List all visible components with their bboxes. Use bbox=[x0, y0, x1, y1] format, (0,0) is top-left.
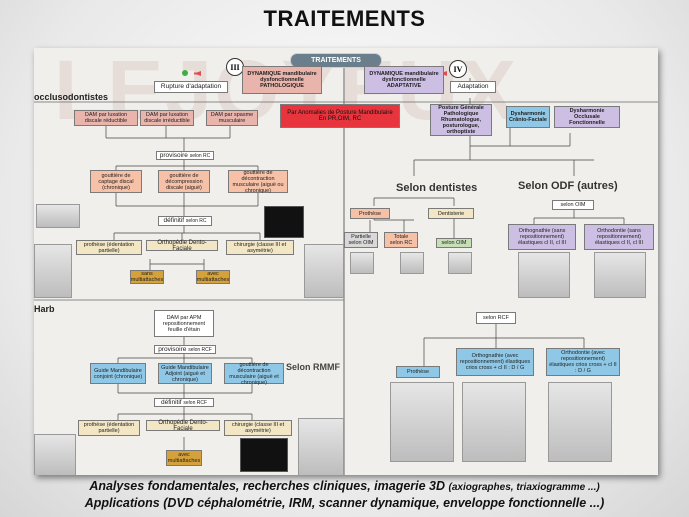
connector-lines bbox=[34, 68, 658, 475]
orthopedie-dento-faciale-box: Orthopédie Dento-Faciale bbox=[146, 240, 218, 252]
gouttiere-decompression-box: gouttière de décompression discale (aigu… bbox=[158, 170, 210, 193]
avec-multiattaches-box: avec multiattaches bbox=[196, 270, 230, 284]
guide-conjoint-box: Guide Mandibulaire conjoint (chronique) bbox=[90, 363, 146, 384]
harb-prothese-box: prothèse (édentation partielle) bbox=[78, 420, 140, 436]
dam-luxation-irreductible-box: DAM par luxation discale irréductible bbox=[140, 110, 194, 126]
header-pill: TRAITEMENTS bbox=[290, 53, 382, 68]
footer-line-2: Applications (DVD céphalométrie, IRM, sc… bbox=[84, 496, 605, 510]
roman-numeral-right: IV bbox=[449, 60, 467, 78]
dental-image bbox=[400, 252, 424, 274]
selon-oim-dentisterie-box: selon OIM bbox=[436, 238, 472, 248]
adaptation-box: Adaptation bbox=[450, 81, 496, 93]
harb-provisoire-box: provisoire selon RCF bbox=[154, 345, 216, 354]
footer-line-1-main: Analyses fondamentales, recherches clini… bbox=[89, 479, 446, 493]
prothese-edentation-box: prothèse (édentation partielle) bbox=[76, 240, 142, 255]
rmmf-prothese-box: Prothèse bbox=[396, 366, 440, 378]
definitif-label: définitif bbox=[163, 217, 185, 224]
harb-chirurgie-box: chirurgie (classe III et asymétrie) bbox=[224, 420, 292, 436]
harb-definitif-label: définitif bbox=[160, 398, 182, 406]
dental-image bbox=[350, 252, 374, 274]
harb-avec-multiattaches-box: avec multiattaches bbox=[166, 450, 202, 466]
chirurgie-classe3-box: chirurgie (classe III et asymétrie) bbox=[226, 240, 294, 255]
skull-model-image bbox=[518, 252, 570, 298]
skull-model-image bbox=[594, 252, 646, 298]
provisoire-rc-box: provisoire selon RC bbox=[156, 151, 214, 160]
harb-definitif-box: définitif selon RCF bbox=[154, 398, 214, 407]
anomalies-posture-box: Par Anomalies de Posture Mandibulaire En… bbox=[280, 104, 400, 128]
rmmf-orthodontie-box: Orthodontie (avec repositionnement) élas… bbox=[546, 348, 620, 376]
dentisterie-box: Dentisterie bbox=[428, 208, 474, 219]
definitif-rc-box: définitif selon RC bbox=[158, 216, 212, 226]
dysharmonie-occlusale-box: Dysharmonie Occlusale Fonctionnelle bbox=[554, 106, 620, 128]
skull-side-image bbox=[298, 418, 344, 475]
selon-rcf-box: selon RCF bbox=[476, 312, 516, 324]
skull-side-image bbox=[34, 434, 76, 475]
dam-pathologique-box: DYNAMIQUE mandibulaire dysfonctionnelle … bbox=[242, 66, 322, 94]
selon-odf-label: Selon ODF (autres) bbox=[518, 180, 618, 192]
dental-image bbox=[36, 204, 80, 228]
partielle-oim-box: Partielle selon OIM bbox=[344, 232, 378, 248]
orthognathie-sans-repo-box: Orthognathie (sans repositionnement) éla… bbox=[508, 224, 576, 250]
selon-oim-odf-box: selon OIM bbox=[552, 200, 594, 210]
footer-line-1-paren: (axiographes, triaxiogramme ...) bbox=[448, 482, 600, 493]
skull-xray-image bbox=[264, 206, 304, 238]
dysharmonie-cranio-box: Dysharmonie Crânio-Faciale bbox=[506, 106, 550, 128]
skull-side-image bbox=[304, 244, 344, 298]
harb-provisoire-label: provisoire bbox=[158, 345, 187, 353]
prothese-box: Prothèse bbox=[350, 208, 390, 219]
posture-generale-box: Posture Générale Pathologique Rhumatolog… bbox=[430, 104, 492, 136]
selon-rmmf-label: Selon RMMF bbox=[286, 362, 340, 372]
diagram-panel: LEJOYEUX bbox=[34, 48, 658, 475]
harb-orthopedie-box: Orthopédie Dento-Faciale bbox=[146, 420, 220, 432]
definitif-sub: selon RC bbox=[185, 218, 207, 224]
rmmf-orthognathie-box: Orthognathie (avec repositionnement) éla… bbox=[456, 348, 534, 376]
provisoire-sub: selon RC bbox=[189, 152, 211, 159]
rupture-adaptation-box: Rupture d'adaptation bbox=[154, 81, 228, 93]
skull-model-image bbox=[390, 382, 454, 462]
green-indicator-icon bbox=[182, 70, 188, 76]
totale-rc-box: Totale selon RC bbox=[384, 232, 418, 248]
sans-multiattaches-box: sans multiattaches bbox=[130, 270, 164, 284]
orthodontie-sans-repo-box: Orthodontie (sans repositionnement) élas… bbox=[584, 224, 654, 250]
speaker-icon bbox=[194, 71, 201, 76]
page-title: TRAITEMENTS bbox=[263, 6, 426, 31]
provisoire-label: provisoire bbox=[159, 151, 188, 159]
gouttiere-decontraction-box: gouttière de décontraction musculaire (a… bbox=[228, 170, 288, 194]
section-label-occlusodontistes: occlusodontistes bbox=[34, 92, 109, 102]
skull-side-image bbox=[34, 244, 72, 298]
dam-luxation-reductible-box: DAM par luxation discale réductible bbox=[74, 110, 138, 126]
skull-xray-image bbox=[240, 438, 288, 472]
harb-provisoire-sub: selon RCF bbox=[188, 346, 212, 353]
harb-gouttiere-decontraction-box: gouttière de décontraction musculaire (a… bbox=[224, 362, 284, 386]
dam-adaptative-box: DYNAMIQUE mandibulaire dysfonctionnelle … bbox=[364, 66, 444, 94]
footer-line-1: Analyses fondamentales, recherches clini… bbox=[0, 479, 689, 493]
dam-spasme-box: DAM par spasme musculaire bbox=[206, 110, 258, 126]
guide-adjoint-box: Guide Mandibulaire Adjoint (aiguë et chr… bbox=[158, 363, 212, 384]
skull-model-image bbox=[548, 382, 612, 462]
dental-image bbox=[448, 252, 472, 274]
section-label-harb: Harb bbox=[34, 304, 55, 314]
skull-model-image bbox=[462, 382, 526, 462]
harb-definitif-sub: selon RCF bbox=[183, 399, 208, 406]
gouttiere-captage-box: gouttière de captage discal (chronique) bbox=[90, 170, 142, 193]
selon-dentistes-label: Selon dentistes bbox=[396, 182, 478, 194]
harb-dam-box: DAM par APM repositionnement feuille d'é… bbox=[154, 310, 214, 337]
